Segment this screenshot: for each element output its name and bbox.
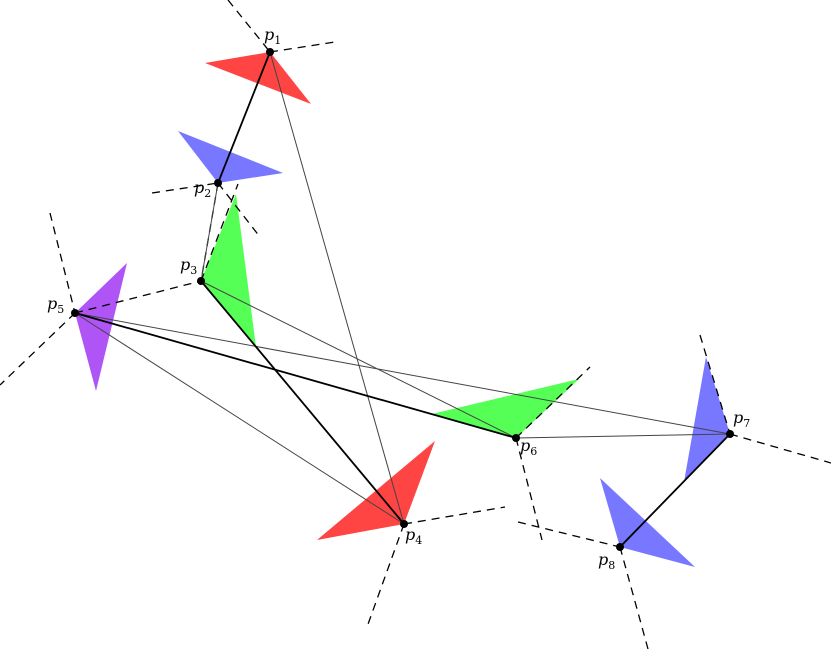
label-p4: p4	[405, 525, 422, 547]
triangle-green-p6	[432, 379, 579, 438]
point-p3	[197, 277, 205, 285]
label-p1: p1	[264, 25, 281, 47]
point-p6	[512, 434, 520, 442]
thick-lines	[74, 51, 731, 548]
label-p6: p6	[520, 436, 537, 458]
point-markers	[71, 48, 734, 551]
label-p3: p3	[180, 255, 197, 277]
thin-lines	[74, 51, 731, 525]
point-p1	[266, 48, 274, 56]
label-p2: p2	[194, 178, 211, 200]
triangle-blue-p8	[600, 478, 695, 567]
point-p7	[726, 430, 734, 438]
label-p5: p5	[47, 294, 64, 316]
point-p5	[71, 309, 79, 317]
point-p8	[616, 543, 624, 551]
triangle-blue-p7	[684, 357, 730, 482]
label-p8: p8	[598, 550, 615, 572]
triangle-red-p1	[205, 52, 311, 104]
triangle-green-p3	[201, 194, 256, 347]
point-p4	[400, 520, 408, 528]
point-p2	[214, 179, 222, 187]
label-p7: p7	[733, 408, 750, 430]
triangle-blue-p2	[178, 131, 283, 183]
triangle-purple-p5	[75, 263, 127, 391]
